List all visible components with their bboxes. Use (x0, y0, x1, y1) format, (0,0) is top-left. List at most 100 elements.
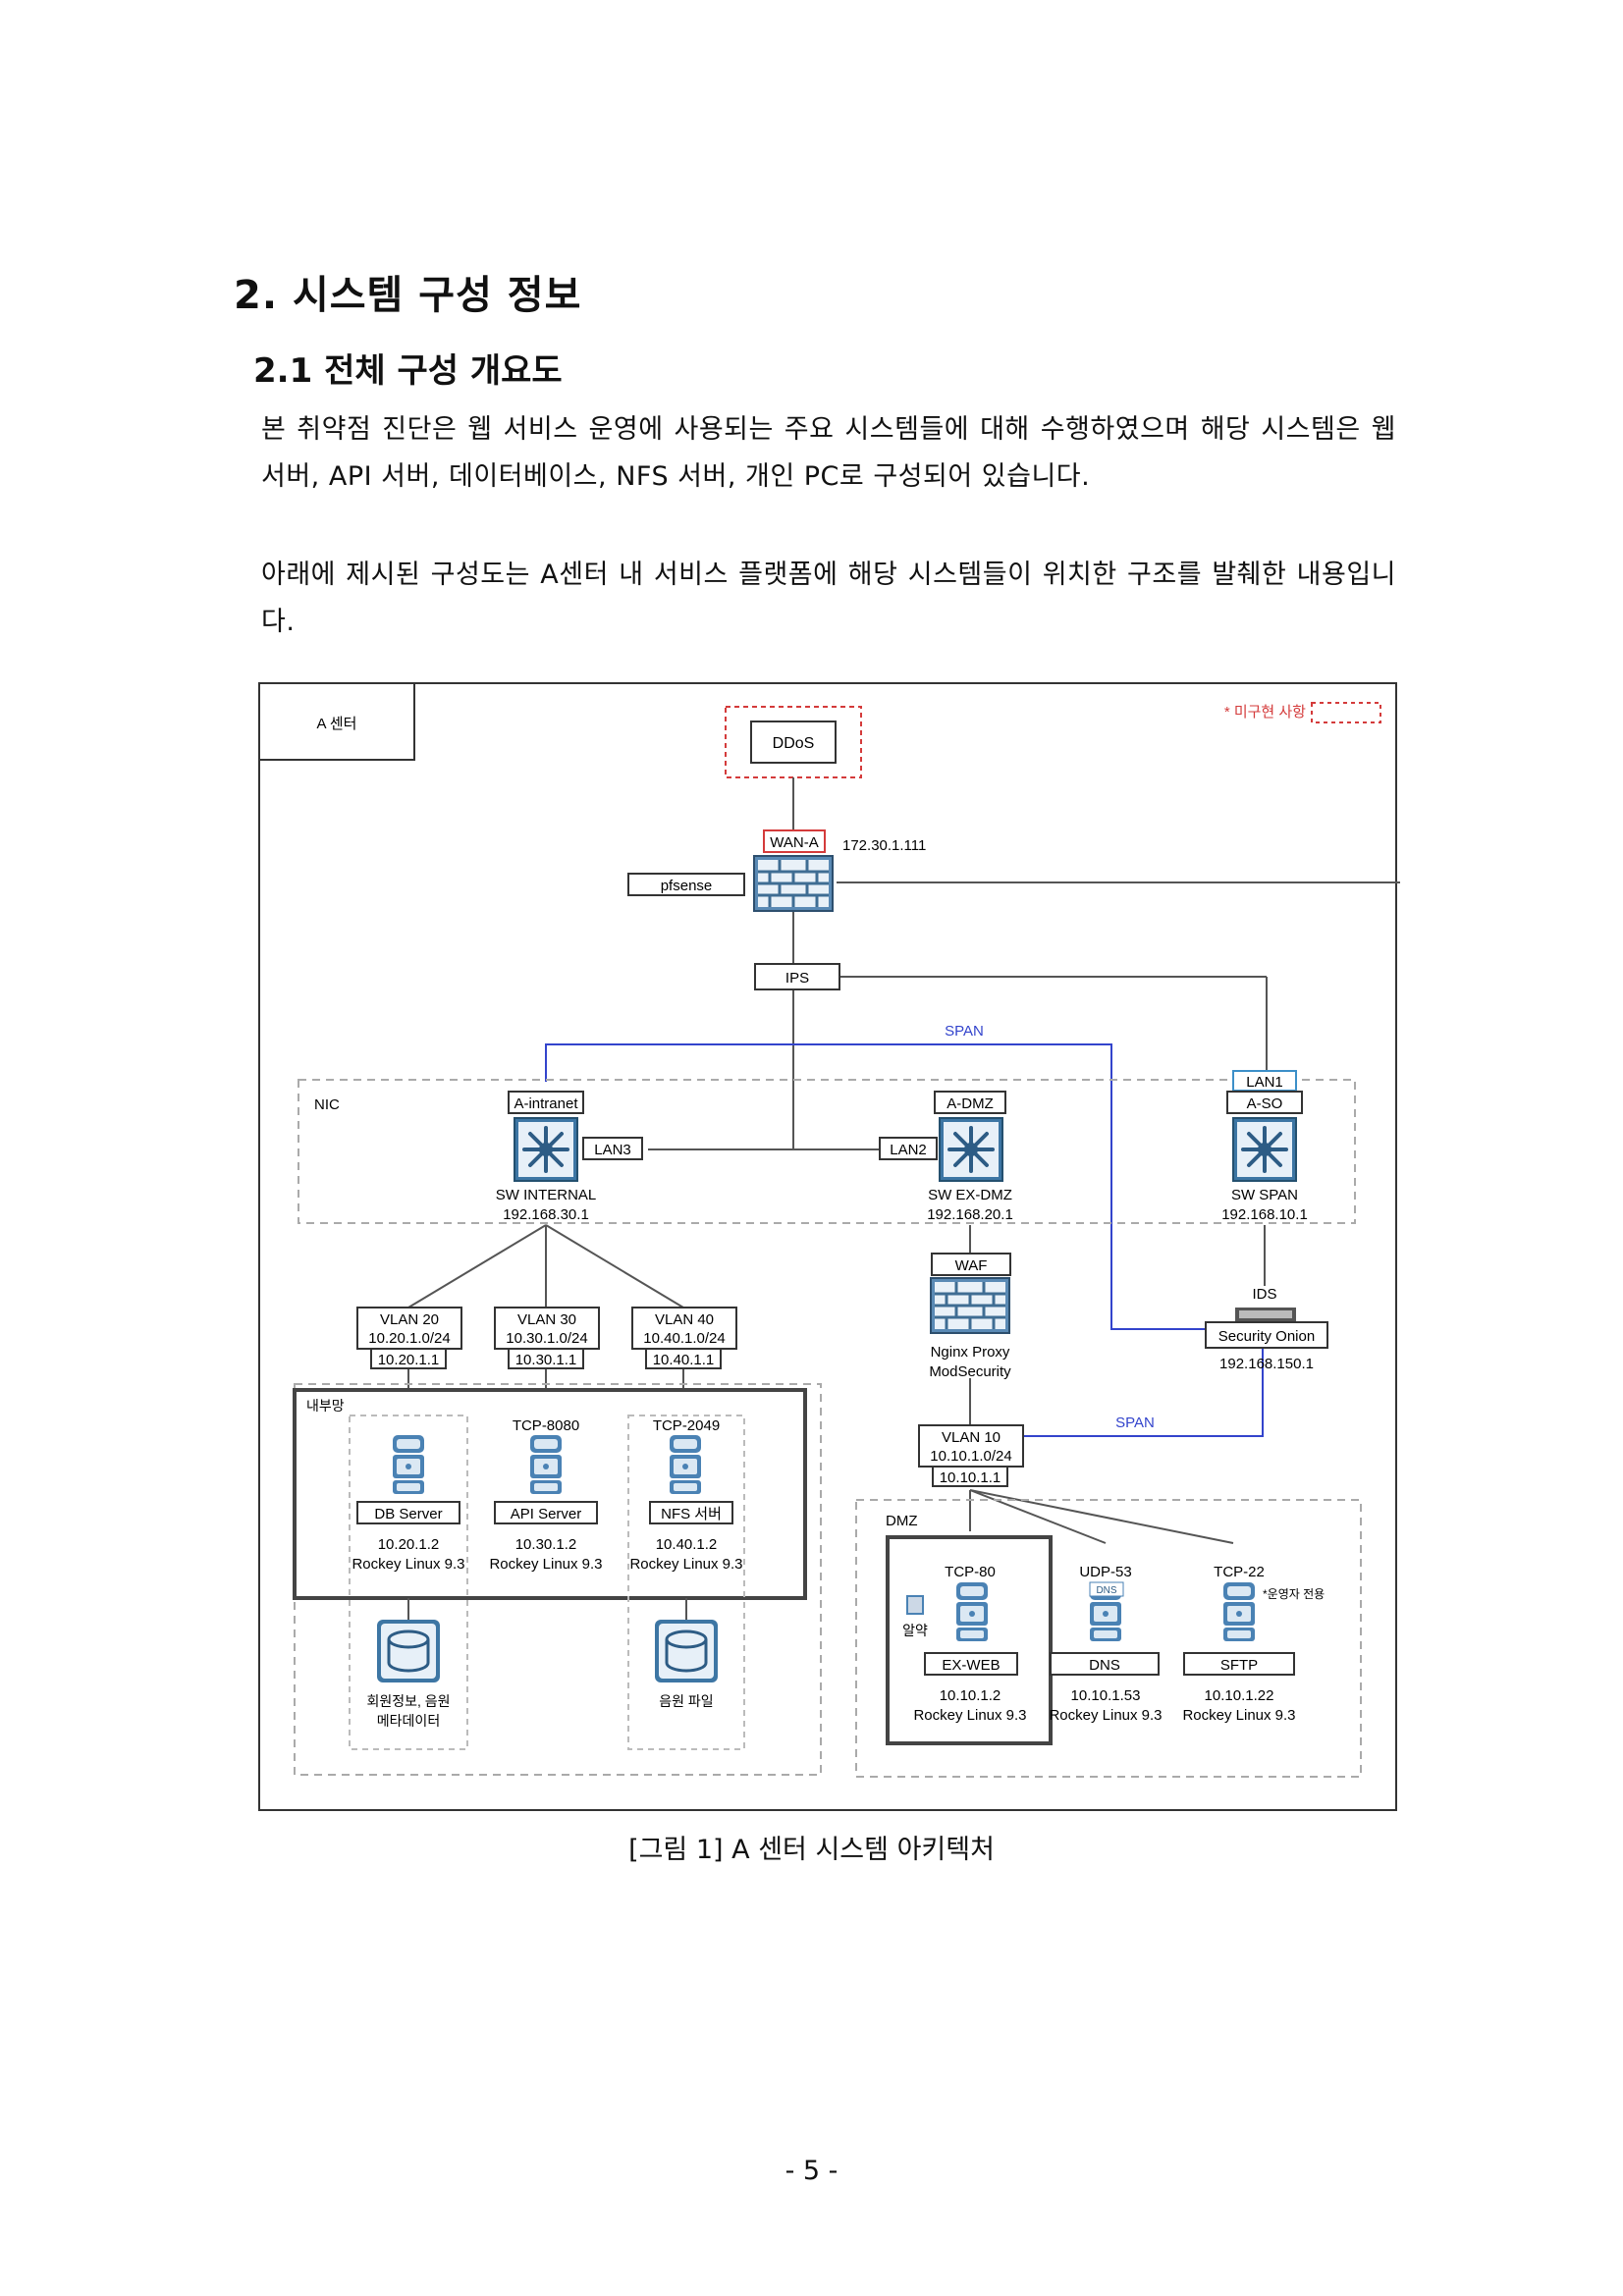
legend-label: * 미구현 사항 (1224, 704, 1306, 721)
nfs-server-port: TCP-2049 (653, 1417, 720, 1434)
db-storage-line-2: 메타데이터 (377, 1713, 440, 1729)
dmz-zone (855, 1499, 1362, 1778)
api-server-ip: 10.30.1.2 (515, 1536, 577, 1553)
ex-web-port: TCP-80 (945, 1564, 996, 1580)
firewall-icon (752, 854, 835, 913)
dns-os: Rockey Linux 9.3 (1049, 1707, 1162, 1724)
paragraph-1: 본 취약점 진단은 웹 서비스 운영에 사용되는 주요 시스템들에 대해 수행하… (261, 414, 1396, 492)
switch-dmz-tag-label: A-DMZ (947, 1095, 994, 1112)
subsection-title: 2.1 전체 구성 개요도 (253, 351, 563, 391)
switch-internal-tag (508, 1091, 584, 1114)
ddos-label: DDoS (773, 735, 815, 752)
page-number: - 5 - (784, 2156, 839, 2186)
switch-internal-tag-label: A-intranet (514, 1095, 578, 1112)
waf-desc-1: Nginx Proxy (931, 1344, 1010, 1361)
center-label: A 센터 (317, 716, 357, 732)
switch-span-tag (1226, 1091, 1303, 1114)
waf-tag (931, 1253, 1011, 1276)
nic-label: NIC (314, 1096, 340, 1113)
sftp-port: TCP-22 (1214, 1564, 1265, 1580)
ex-web-ip: 10.10.1.2 (940, 1687, 1001, 1704)
nfs-server-os: Rockey Linux 9.3 (629, 1556, 742, 1573)
section-title: 2. 시스템 구성 정보 (234, 273, 582, 318)
wan-ip: 172.30.1.111 (842, 837, 926, 854)
span-label-bottom: SPAN (1115, 1415, 1155, 1431)
ids-label: IDS (1252, 1286, 1276, 1303)
vlan-40-net: 10.40.1.0/24 (643, 1330, 725, 1347)
switch-span-ip: 192.168.10.1 (1221, 1206, 1308, 1223)
internal-zone (293, 1388, 807, 1600)
ddos-box (750, 721, 837, 764)
wan-tag (763, 829, 826, 853)
vlan-40-name: VLAN 40 (655, 1311, 714, 1328)
sftp-box (1183, 1652, 1295, 1676)
nfs-storage-line-1: 음원 파일 (659, 1693, 713, 1709)
lan3-label: LAN3 (594, 1142, 631, 1158)
db-storage-line-1: 회원정보, 음원 (366, 1693, 450, 1709)
db-server-ip: 10.20.1.2 (378, 1536, 440, 1553)
dns-name: DNS (1089, 1657, 1120, 1674)
switch-dmz-ip: 192.168.20.1 (927, 1206, 1013, 1223)
switch-internal-ip: 192.168.30.1 (503, 1206, 589, 1223)
ex-web-name: EX-WEB (942, 1657, 1000, 1674)
db-server-os: Rockey Linux 9.3 (352, 1556, 464, 1573)
pfsense-label: pfsense (661, 878, 713, 894)
api-server-port: TCP-8080 (513, 1417, 579, 1434)
waf-desc-2: ModSecurity (929, 1363, 1011, 1380)
vlan-20-net: 10.20.1.0/24 (368, 1330, 450, 1347)
db-server-name: DB Server (374, 1506, 442, 1522)
vlan-10-gw: 10.10.1.1 (940, 1469, 1001, 1486)
vlan-30-name: VLAN 30 (517, 1311, 576, 1328)
db-server-box (356, 1501, 460, 1524)
dns-ip: 10.10.1.53 (1071, 1687, 1141, 1704)
pfsense-box (627, 873, 745, 896)
nfs-server-box (649, 1501, 733, 1524)
lan3-tag (582, 1137, 643, 1160)
dns-box (1050, 1652, 1160, 1676)
ids-box (1205, 1321, 1328, 1349)
dns-badge: DNS (1096, 1585, 1116, 1596)
vlan-20-name: VLAN 20 (380, 1311, 439, 1328)
paragraph-2: 아래에 제시된 구성도는 A센터 내 서비스 플랫폼에 해당 시스템들이 위치한… (261, 560, 1396, 637)
lan2-label: LAN2 (890, 1142, 927, 1158)
vlan-10 (918, 1424, 1024, 1487)
api-server-icon (530, 1435, 562, 1494)
switch-internal-icon (513, 1116, 579, 1183)
sftp-ip: 10.10.1.22 (1205, 1687, 1274, 1704)
vlan-30-gw: 10.30.1.1 (515, 1352, 577, 1368)
vlan-20 (356, 1307, 462, 1369)
sftp-name: SFTP (1220, 1657, 1258, 1674)
nfs-server-icon (670, 1435, 701, 1494)
ex-web-icon (956, 1582, 988, 1641)
wan-label: WAN-A (770, 834, 818, 851)
ex-web-os: Rockey Linux 9.3 (913, 1707, 1026, 1724)
waf-icon (929, 1276, 1011, 1335)
switch-dmz-name: SW EX-DMZ (928, 1187, 1012, 1203)
vlan-40-gw: 10.40.1.1 (653, 1352, 715, 1368)
vlan-30-net: 10.30.1.0/24 (506, 1330, 587, 1347)
switch-span-icon (1231, 1116, 1298, 1183)
switch-span-tag-label: A-SO (1247, 1095, 1283, 1112)
alert-icon (906, 1595, 924, 1615)
waf-label: WAF (955, 1257, 988, 1274)
span-label-top: SPAN (945, 1023, 984, 1040)
dns-port: UDP-53 (1079, 1564, 1131, 1580)
operator-only-note: *운영자 전용 (1263, 1587, 1325, 1601)
internal-zone-label: 내부망 (306, 1398, 345, 1414)
vlan-10-name: VLAN 10 (942, 1429, 1001, 1446)
switch-span-name: SW SPAN (1231, 1187, 1298, 1203)
lan1-label: LAN1 (1246, 1074, 1283, 1091)
api-server-box (494, 1501, 598, 1524)
vlan-40 (631, 1307, 737, 1369)
ids-name: Security Onion (1218, 1328, 1315, 1345)
ex-web-highlight (886, 1535, 1053, 1745)
switch-dmz-tag (934, 1091, 1006, 1114)
vlan-30 (494, 1307, 600, 1369)
figure-caption: [그림 1] A 센터 시스템 아키텍처 (628, 1835, 995, 1865)
ids-appliance-icon (1235, 1308, 1296, 1321)
lan2-tag (879, 1137, 938, 1160)
db-server-icon (393, 1435, 424, 1494)
nfs-storage-icon (653, 1618, 720, 1684)
nic-zone (298, 1079, 1356, 1224)
alert-label: 알약 (902, 1623, 928, 1638)
